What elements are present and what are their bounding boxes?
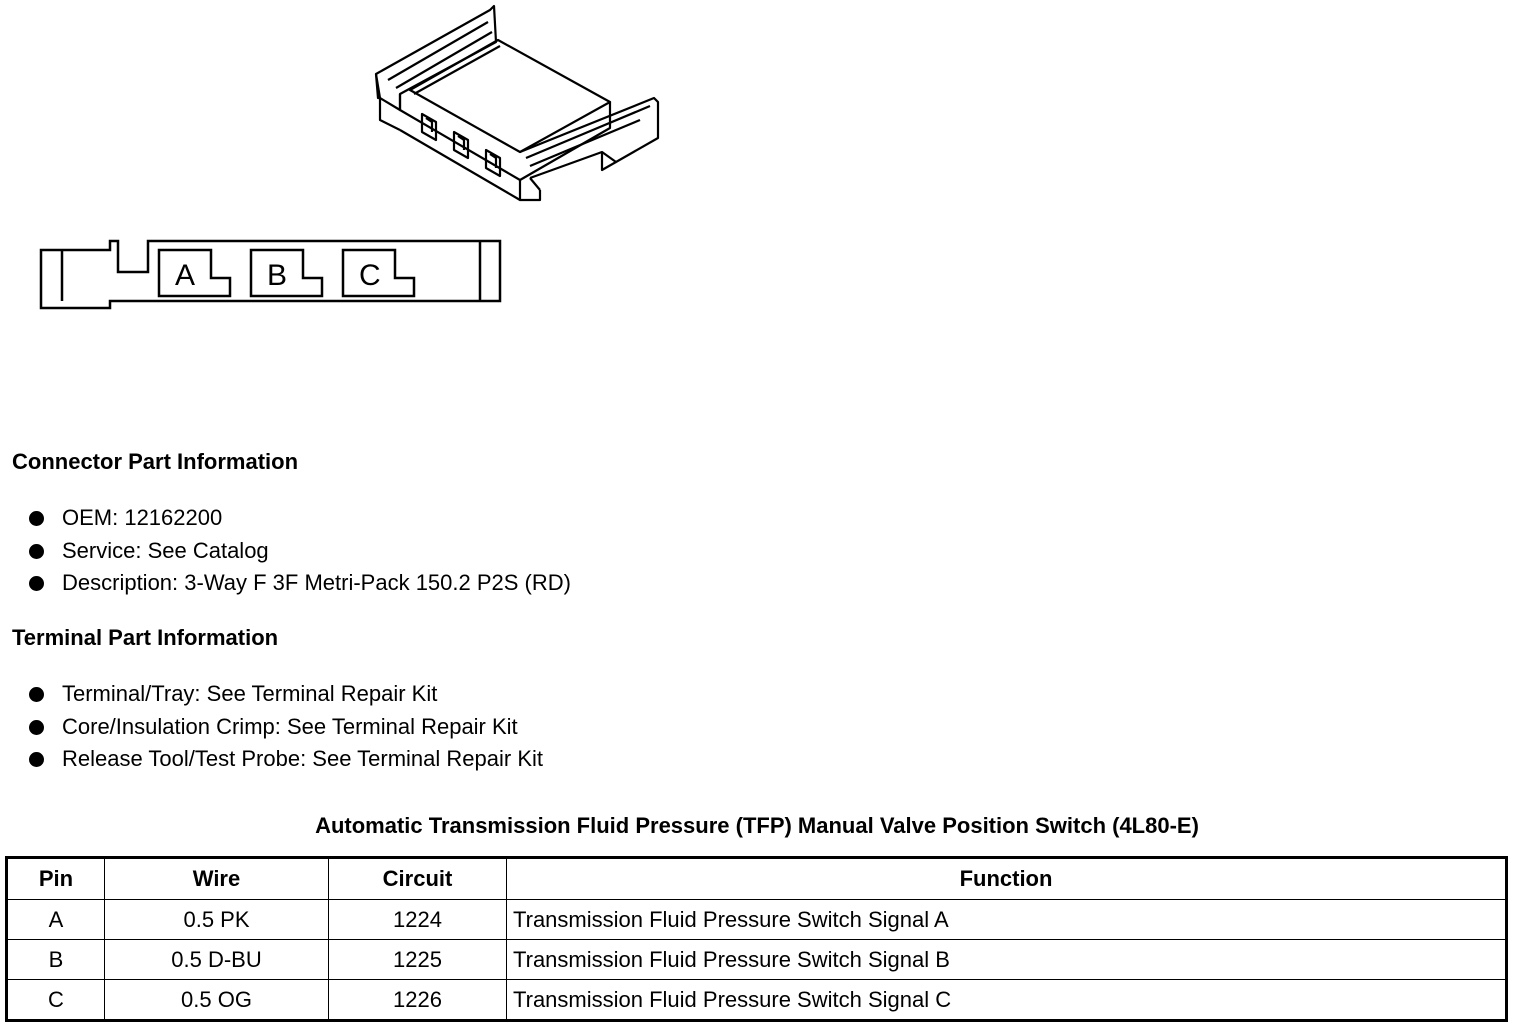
cavity-a bbox=[157, 248, 232, 298]
connector-face-view: A B C bbox=[39, 239, 502, 310]
terminal-info-heading: Terminal Part Information bbox=[12, 625, 279, 650]
cell-pin: B bbox=[6, 939, 105, 980]
cell-circuit: 1225 bbox=[328, 939, 507, 980]
connector-info-list: OEM: 12162200 Service: See Catalog Descr… bbox=[26, 502, 571, 600]
cell-function: Transmission Fluid Pressure Switch Signa… bbox=[506, 899, 1507, 940]
cell-function: Transmission Fluid Pressure Switch Signa… bbox=[506, 939, 1507, 980]
list-item: Terminal/Tray: See Terminal Repair Kit bbox=[26, 678, 543, 711]
column-header-circuit: Circuit bbox=[328, 857, 507, 900]
list-item: Core/Insulation Crimp: See Terminal Repa… bbox=[26, 711, 543, 744]
list-item-text: Release Tool/Test Probe: See Terminal Re… bbox=[62, 746, 543, 771]
bullet-icon bbox=[29, 687, 44, 702]
cell-wire: 0.5 OG bbox=[104, 979, 329, 1021]
pin-table-title: Automatic Transmission Fluid Pressure (T… bbox=[315, 813, 1199, 838]
column-header-function: Function bbox=[506, 857, 1507, 900]
bullet-icon bbox=[29, 752, 44, 767]
cavity-c bbox=[341, 248, 416, 298]
column-header-wire: Wire bbox=[104, 857, 329, 900]
table-row: A 0.5 PK 1224 Transmission Fluid Pressur… bbox=[6, 899, 1507, 940]
list-item-text: Service: See Catalog bbox=[62, 537, 269, 563]
bullet-icon bbox=[29, 576, 44, 591]
bullet-icon bbox=[29, 543, 44, 559]
cell-pin: C bbox=[6, 979, 105, 1021]
column-header-pin: Pin bbox=[6, 857, 105, 900]
bullet-icon bbox=[29, 719, 44, 735]
cell-circuit: 1224 bbox=[328, 899, 507, 940]
cavity-b bbox=[249, 248, 324, 298]
list-item: Service: See Catalog bbox=[26, 535, 571, 568]
pin-label-c: C bbox=[359, 259, 381, 292]
bullet-icon bbox=[29, 511, 44, 526]
cell-wire: 0.5 PK bbox=[104, 899, 329, 940]
table-row: B 0.5 D-BU 1225 Transmission Fluid Press… bbox=[6, 939, 1507, 980]
cell-wire: 0.5 D-BU bbox=[104, 939, 329, 980]
table-header-row: Pin Wire Circuit Function bbox=[6, 857, 1507, 900]
cell-function: Transmission Fluid Pressure Switch Signa… bbox=[506, 979, 1507, 1021]
list-item: Release Tool/Test Probe: See Terminal Re… bbox=[26, 743, 543, 776]
cell-pin: A bbox=[6, 899, 105, 940]
list-item-text: Terminal/Tray: See Terminal Repair Kit bbox=[62, 681, 438, 706]
list-item: Description: 3-Way F 3F Metri-Pack 150.2… bbox=[26, 567, 571, 600]
pin-label-a: A bbox=[175, 259, 195, 292]
list-item-text: OEM: 12162200 bbox=[62, 505, 223, 530]
table-row: C 0.5 OG 1226 Transmission Fluid Pressur… bbox=[6, 979, 1507, 1021]
cell-circuit: 1226 bbox=[328, 979, 507, 1021]
pin-table: Pin Wire Circuit Function A 0.5 PK 1224 … bbox=[5, 856, 1508, 1022]
list-item-text: Core/Insulation Crimp: See Terminal Repa… bbox=[62, 713, 518, 739]
connector-info-heading: Connector Part Information bbox=[12, 449, 299, 474]
connector-isometric-illustration bbox=[374, 4, 660, 202]
list-item-text: Description: 3-Way F 3F Metri-Pack 150.2… bbox=[62, 570, 571, 595]
terminal-info-list: Terminal/Tray: See Terminal Repair Kit C… bbox=[26, 678, 543, 776]
pin-label-b: B bbox=[267, 259, 287, 292]
list-item: OEM: 12162200 bbox=[26, 502, 571, 535]
